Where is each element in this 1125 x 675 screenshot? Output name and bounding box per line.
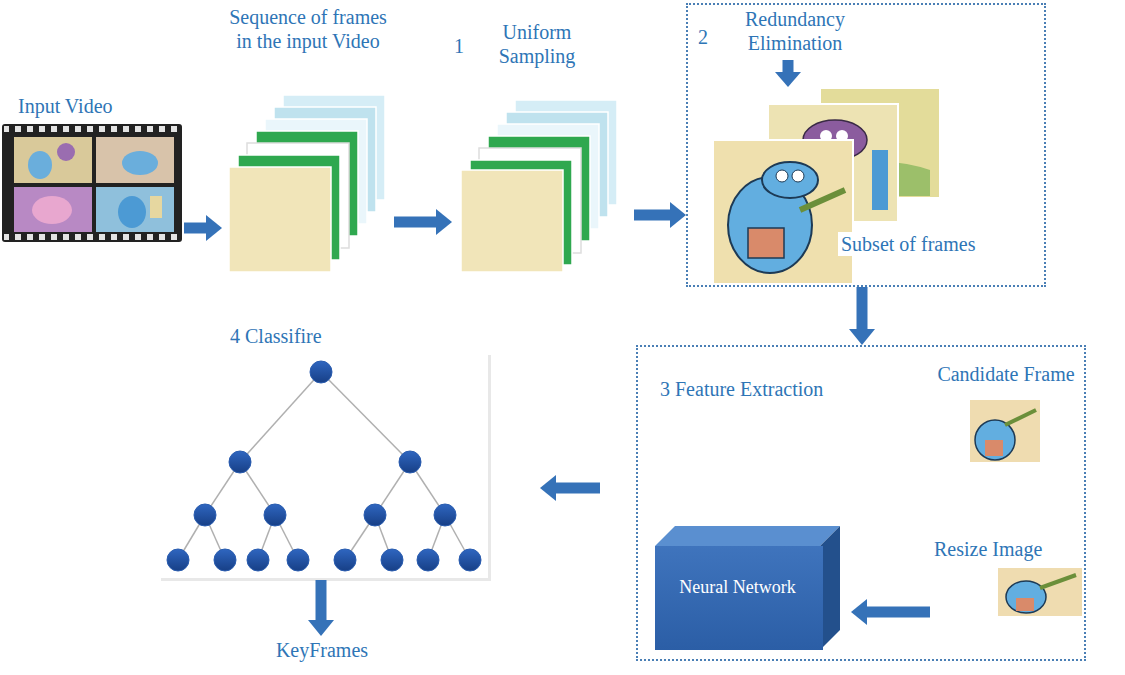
flow-arrow	[857, 287, 868, 330]
candidate-frame: Candidate Frame	[930, 358, 1085, 464]
classifier-tree: 4 Classifire	[158, 322, 490, 580]
flow-arrow	[555, 483, 600, 494]
text-holder: Sequence of frames in the input Video	[228, 5, 388, 53]
node-label: 3 Feature Extraction	[660, 377, 823, 401]
subset-of-frames: Subset of frames	[712, 84, 1044, 284]
text-holder: 1	[454, 34, 464, 58]
decision-tree	[158, 352, 491, 581]
resize-image: Resize Image	[930, 533, 1085, 621]
step-number: 1	[454, 34, 464, 58]
node-label: Sequence of frames in the input Video	[228, 5, 388, 53]
node-label: KeyFrames	[242, 638, 402, 662]
node-label: Uniform Sampling	[482, 20, 592, 68]
text-holder: Uniform Sampling	[482, 20, 592, 68]
flow-arrow	[394, 217, 437, 228]
flow-arrow	[634, 210, 671, 221]
uniform-sampling: 1 Uniform Sampling	[452, 20, 634, 274]
flow-arrow	[866, 607, 930, 618]
film-strip	[2, 124, 182, 242]
node-label: Neural Network	[655, 577, 820, 599]
candidate-picture	[970, 400, 1040, 462]
input-video: Input Video	[0, 92, 184, 242]
feature-extraction-box: Candidate FrameResize ImageNeural Networ…	[636, 345, 1086, 661]
node-label: Input Video	[18, 94, 113, 118]
text-holder: Subset of frames	[838, 232, 978, 256]
keyframes: KeyFrames	[242, 636, 405, 668]
step-number: 2	[698, 25, 708, 49]
frame-stack	[461, 100, 617, 272]
text-holder: 2	[698, 25, 708, 49]
node-label: 4 Classifire	[230, 324, 322, 348]
text-holder: 4 Classifire	[230, 324, 322, 348]
frame-stack	[229, 95, 385, 272]
flow-arrow	[316, 580, 327, 621]
network-block	[655, 526, 840, 650]
resized-picture	[998, 568, 1082, 616]
frame-sequence: Sequence of frames in the input Video	[222, 5, 394, 273]
node-label: Subset of frames	[838, 232, 978, 256]
text-holder: Neural Network	[655, 577, 820, 599]
text-holder: Candidate Frame	[930, 362, 1082, 386]
node-label: Resize Image	[934, 537, 1042, 561]
text-holder: 3 Feature Extraction	[660, 377, 823, 401]
text-holder: KeyFrames	[242, 638, 402, 662]
node-label: Redundancy Elimination	[728, 7, 862, 55]
down-arrow	[775, 60, 801, 87]
node-label: Candidate Frame	[930, 362, 1082, 386]
text-holder: Redundancy Elimination	[728, 7, 862, 55]
redundancy-box: Subset of frames 2 Redundancy Elimination	[686, 3, 1046, 287]
text-holder: Resize Image	[934, 537, 1042, 561]
flow-arrow	[184, 223, 207, 234]
text-holder: Input Video	[18, 94, 113, 118]
neural-network: Neural Network	[655, 546, 823, 650]
